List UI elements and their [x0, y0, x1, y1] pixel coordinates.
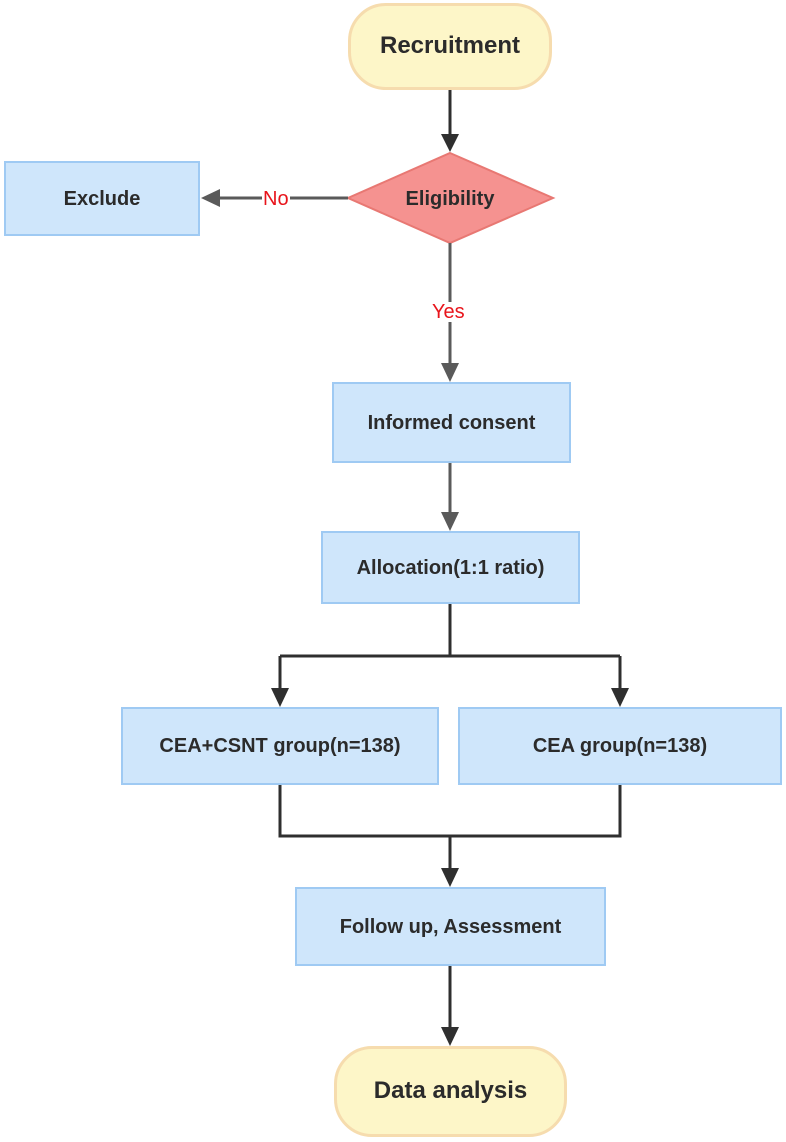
arrowhead-to-follow-up — [441, 868, 459, 887]
arrowhead-to-cea — [611, 688, 629, 707]
arrowhead-to-analysis — [441, 1027, 459, 1046]
follow-up-box: Follow up, Assessment — [295, 887, 606, 966]
cea-csnt-group-label: CEA+CSNT group(n=138) — [159, 735, 401, 757]
connector-merge — [278, 785, 622, 838]
data-analysis-label: Data analysis — [373, 1077, 528, 1105]
allocation-label: Allocation(1:1 ratio) — [356, 556, 545, 579]
arrowhead-to-cea-csnt — [271, 688, 289, 707]
informed-consent-box: Informed consent — [332, 382, 571, 463]
exclude-label: Exclude — [63, 187, 141, 210]
allocation-box: Allocation(1:1 ratio) — [321, 531, 580, 604]
cea-csnt-group-box: CEA+CSNT group(n=138) — [121, 707, 439, 785]
follow-up-label: Follow up, Assessment — [339, 915, 562, 938]
yes-edge-label: Yes — [431, 301, 466, 323]
arrowhead-to-consent — [441, 363, 459, 382]
recruitment-terminal: Recruitment — [348, 3, 552, 90]
exclude-box: Exclude — [4, 161, 200, 236]
eligibility-label: Eligibility — [405, 188, 495, 210]
recruitment-label: Recruitment — [379, 32, 521, 60]
arrowhead-to-exclude — [201, 189, 220, 207]
data-analysis-terminal: Data analysis — [334, 1046, 567, 1137]
eligibility-label-box: Eligibility — [368, 183, 532, 215]
arrowhead-to-allocation — [441, 512, 459, 531]
cea-group-label: CEA group(n=138) — [532, 735, 708, 757]
cea-group-box: CEA group(n=138) — [458, 707, 782, 785]
no-edge-label: No — [262, 188, 290, 210]
informed-consent-label: Informed consent — [367, 411, 536, 434]
arrowhead-to-eligibility — [441, 134, 459, 152]
